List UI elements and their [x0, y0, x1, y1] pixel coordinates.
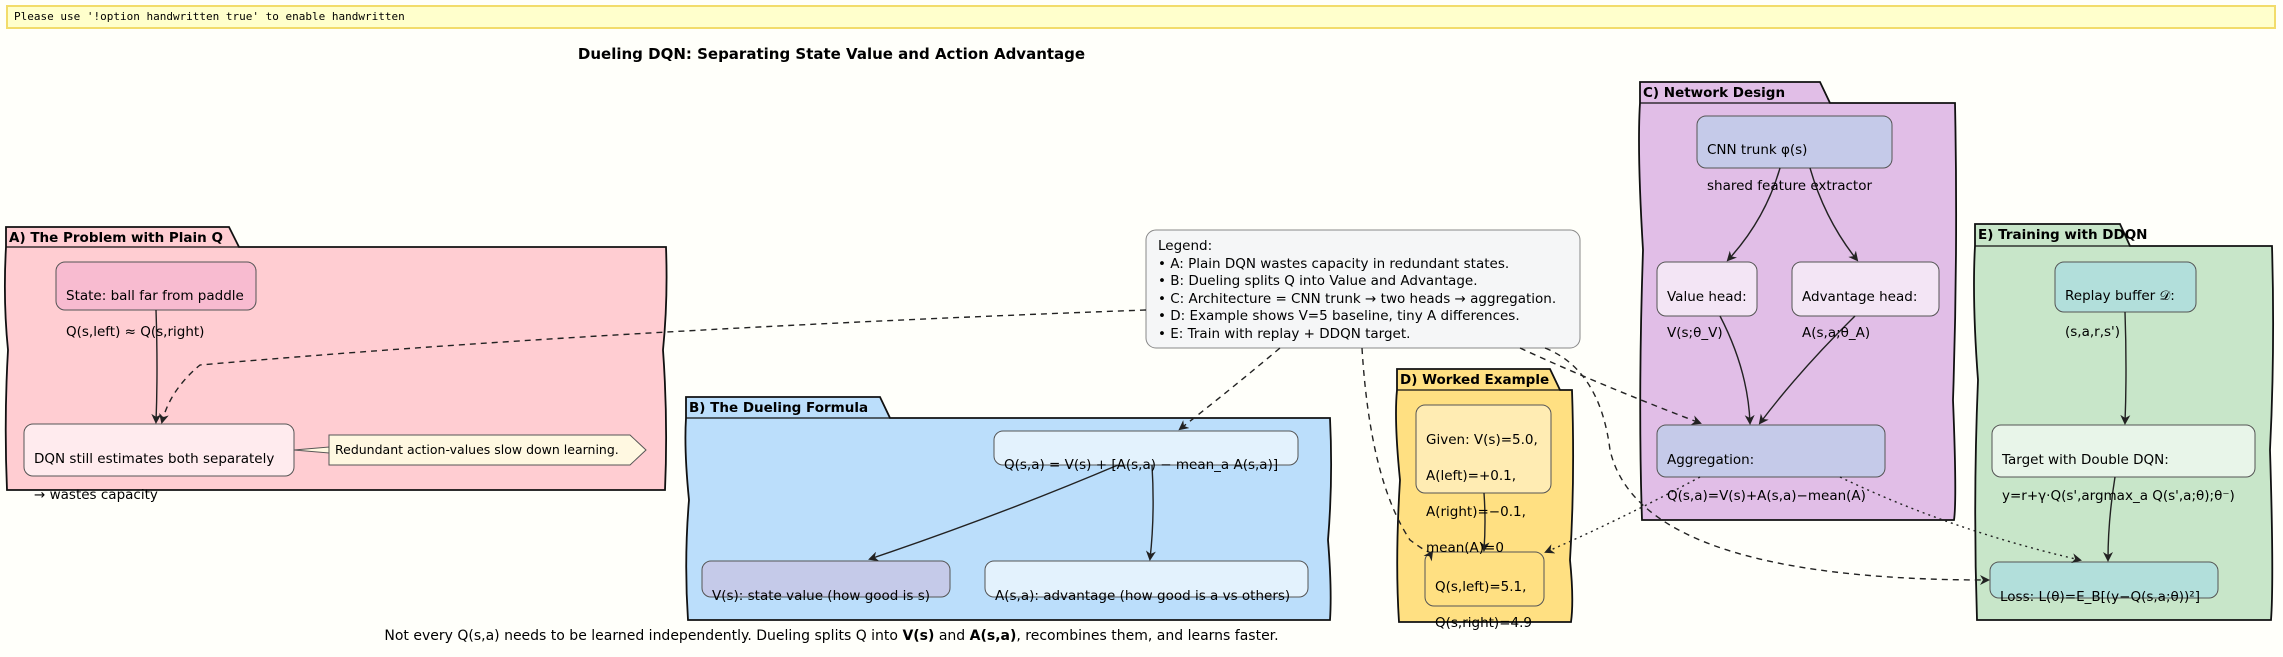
loss-node-box	[1989, 561, 2219, 599]
package-d-label: D) Worked Example	[1400, 372, 1550, 388]
asa-node-line-1: A(s,a): advantage (how good is a vs othe…	[995, 588, 1291, 604]
dqn-node-line-1: DQN still estimates both separately	[34, 451, 275, 467]
target-node: Target with Double DQN: y=r+γ·Q(s',argma…	[1992, 426, 2245, 530]
result-node-line-1: Q(s,left)=5.1,	[1435, 579, 1527, 595]
formula-node: Q(s,a) = V(s) + [A(s,a) − mean_a A(s,a)]	[994, 431, 1288, 499]
vs-node-line-1: V(s): state value (how good is s)	[712, 588, 931, 604]
target-node-line-1: Target with Double DQN:	[2002, 452, 2169, 468]
caption-part-1: Not every Q(s,a) needs to be learned ind…	[384, 628, 903, 644]
note-shape	[328, 434, 647, 466]
dashed-legend-to-result	[1361, 347, 1434, 562]
formula-node-line-1: Q(s,a) = V(s) + [A(s,a) − mean_a A(s,a)]	[1004, 457, 1279, 473]
trunk-node-line-1: CNN trunk φ(s)	[1707, 142, 1808, 158]
package-c-label: C) Network Design	[1643, 85, 1786, 101]
legend-line-1: Legend:	[1158, 238, 1213, 254]
legend-box	[1145, 229, 1581, 349]
valuehead-node-line-2: V(s;θ_V)	[1667, 325, 1723, 341]
dqn-node: DQN still estimates both separately → wa…	[24, 425, 284, 529]
legend-line-6: • E: Train with replay + DDQN target.	[1158, 325, 1411, 342]
arrow-advhead-to-agg	[1758, 315, 1856, 425]
replay-node-line-2: (s,a,r,s')	[2065, 324, 2121, 340]
trunk-node-box	[1696, 115, 1893, 169]
state-node: State: ball far from paddle Q(s,left) ≈ …	[56, 262, 254, 366]
agg-node: Aggregation: Q(s,a)=V(s)+A(s,a)−mean(A)	[1657, 426, 1876, 530]
dashed-legend-to-agg	[1519, 347, 1702, 425]
result-node: Q(s,left)=5.1, Q(s,right)=4.9	[1425, 553, 1542, 657]
dotted-agg-to-result	[1544, 476, 1701, 554]
advhead-node: Advantage head: A(s,a;θ_A)	[1792, 263, 1927, 367]
trunk-node: CNN trunk φ(s) shared feature extractor	[1697, 116, 1882, 220]
arrow-trunk-to-advhead	[1809, 167, 1859, 262]
package-a-label: A) The Problem with Plain Q	[9, 230, 223, 246]
legend-line-2: • A: Plain DQN wastes capacity in redund…	[1158, 255, 1510, 272]
dotted-agg-to-loss	[1839, 476, 2082, 564]
arrow-given-to-result	[1479, 492, 1490, 552]
replay-node-line-1: Replay buffer 𝒟:	[2065, 288, 2175, 304]
given-node-line-4: mean(A)=0	[1426, 540, 1504, 556]
asa-node-box	[984, 560, 1309, 598]
replay-node: Replay buffer 𝒟: (s,a,r,s')	[2055, 262, 2185, 366]
dashed-legend-to-dqn	[159, 309, 1147, 424]
given-node-line-2: A(left)=+0.1,	[1426, 468, 1517, 484]
dqn-node-line-2: → wastes capacity	[34, 487, 158, 503]
result-node-line-2: Q(s,right)=4.9	[1435, 615, 1532, 631]
arrow-formula-to-asa	[1145, 464, 1156, 561]
redundancy-note: Redundant action-values slow down learni…	[335, 442, 619, 457]
package-e-label: E) Training with DDQN	[1978, 227, 2148, 243]
state-node-line-1: State: ball far from paddle	[66, 288, 244, 304]
given-node-line-3: A(right)=−0.1,	[1426, 504, 1526, 520]
legend-line-3: • B: Dueling splits Q into Value and Adv…	[1158, 273, 1478, 289]
formula-node-box	[993, 430, 1299, 466]
given-node-line-1: Given: V(s)=5.0,	[1426, 432, 1538, 448]
diagram-caption: Not every Q(s,a) needs to be learned ind…	[0, 628, 1663, 644]
target-node-line-2: y=r+γ·Q(s',argmax_a Q(s',a;θ);θ⁻)	[2002, 488, 2235, 504]
arrow-formula-to-vs	[868, 464, 1119, 562]
legend: Legend: • A: Plain DQN wastes capacity i…	[1146, 230, 1568, 351]
arrow-trunk-to-valuehead	[1726, 167, 1781, 262]
handwritten-warning-banner: Please use '!option handwritten true' to…	[6, 5, 2276, 29]
arrow-valuehead-to-agg	[1719, 315, 1755, 425]
trunk-node-line-2: shared feature extractor	[1707, 178, 1873, 194]
agg-node-box	[1656, 424, 1886, 478]
target-node-box	[1991, 424, 2256, 478]
arrow-replay-to-target	[2120, 311, 2131, 425]
note-connector	[293, 446, 330, 454]
advhead-node-line-2: A(s,a;θ_A)	[1802, 325, 1871, 341]
valuehead-node: Value head: V(s;θ_V)	[1657, 263, 1757, 367]
caption-part-3: , recombines them, and learns faster.	[1016, 628, 1279, 644]
state-node-line-2: Q(s,left) ≈ Q(s,right)	[66, 324, 205, 340]
arrow-target-to-loss	[2103, 476, 2116, 562]
legend-line-4: • C: Architecture = CNN trunk → two head…	[1158, 290, 1557, 307]
arrow-state-to-dqn	[151, 309, 162, 424]
advhead-node-line-1: Advantage head:	[1802, 289, 1918, 305]
caption-part-2: and	[934, 628, 970, 644]
caption-bold-vs: V(s)	[902, 628, 935, 644]
loss-node-line-1: Loss: L(θ)=E_B[(y−Q(s,a;θ))²]	[2000, 589, 2200, 605]
caption-bold-asa: A(s,a)	[969, 628, 1017, 644]
given-node-box	[1415, 404, 1552, 494]
valuehead-node-line-1: Value head:	[1667, 289, 1747, 305]
result-node-box	[1424, 551, 1545, 607]
advhead-node-box	[1791, 261, 1940, 317]
valuehead-node-box	[1656, 261, 1758, 317]
legend-line-5: • D: Example shows V=5 baseline, tiny A …	[1158, 308, 1520, 324]
agg-node-line-1: Aggregation:	[1667, 452, 1755, 468]
vs-node: V(s): state value (how good is s)	[702, 562, 940, 630]
dashed-legend-to-formula	[1178, 347, 1281, 431]
given-node: Given: V(s)=5.0, A(left)=+0.1, A(right)=…	[1416, 406, 1548, 582]
package-b-label: B) The Dueling Formula	[689, 400, 869, 416]
loss-node: Loss: L(θ)=E_B[(y−Q(s,a;θ))²]	[1990, 563, 2210, 631]
vs-node-box	[701, 560, 951, 598]
agg-node-line-2: Q(s,a)=V(s)+A(s,a)−mean(A)	[1667, 488, 1866, 504]
diagram-title: Dueling DQN: Separating State Value and …	[577, 45, 1086, 63]
asa-node: A(s,a): advantage (how good is a vs othe…	[985, 562, 1300, 630]
